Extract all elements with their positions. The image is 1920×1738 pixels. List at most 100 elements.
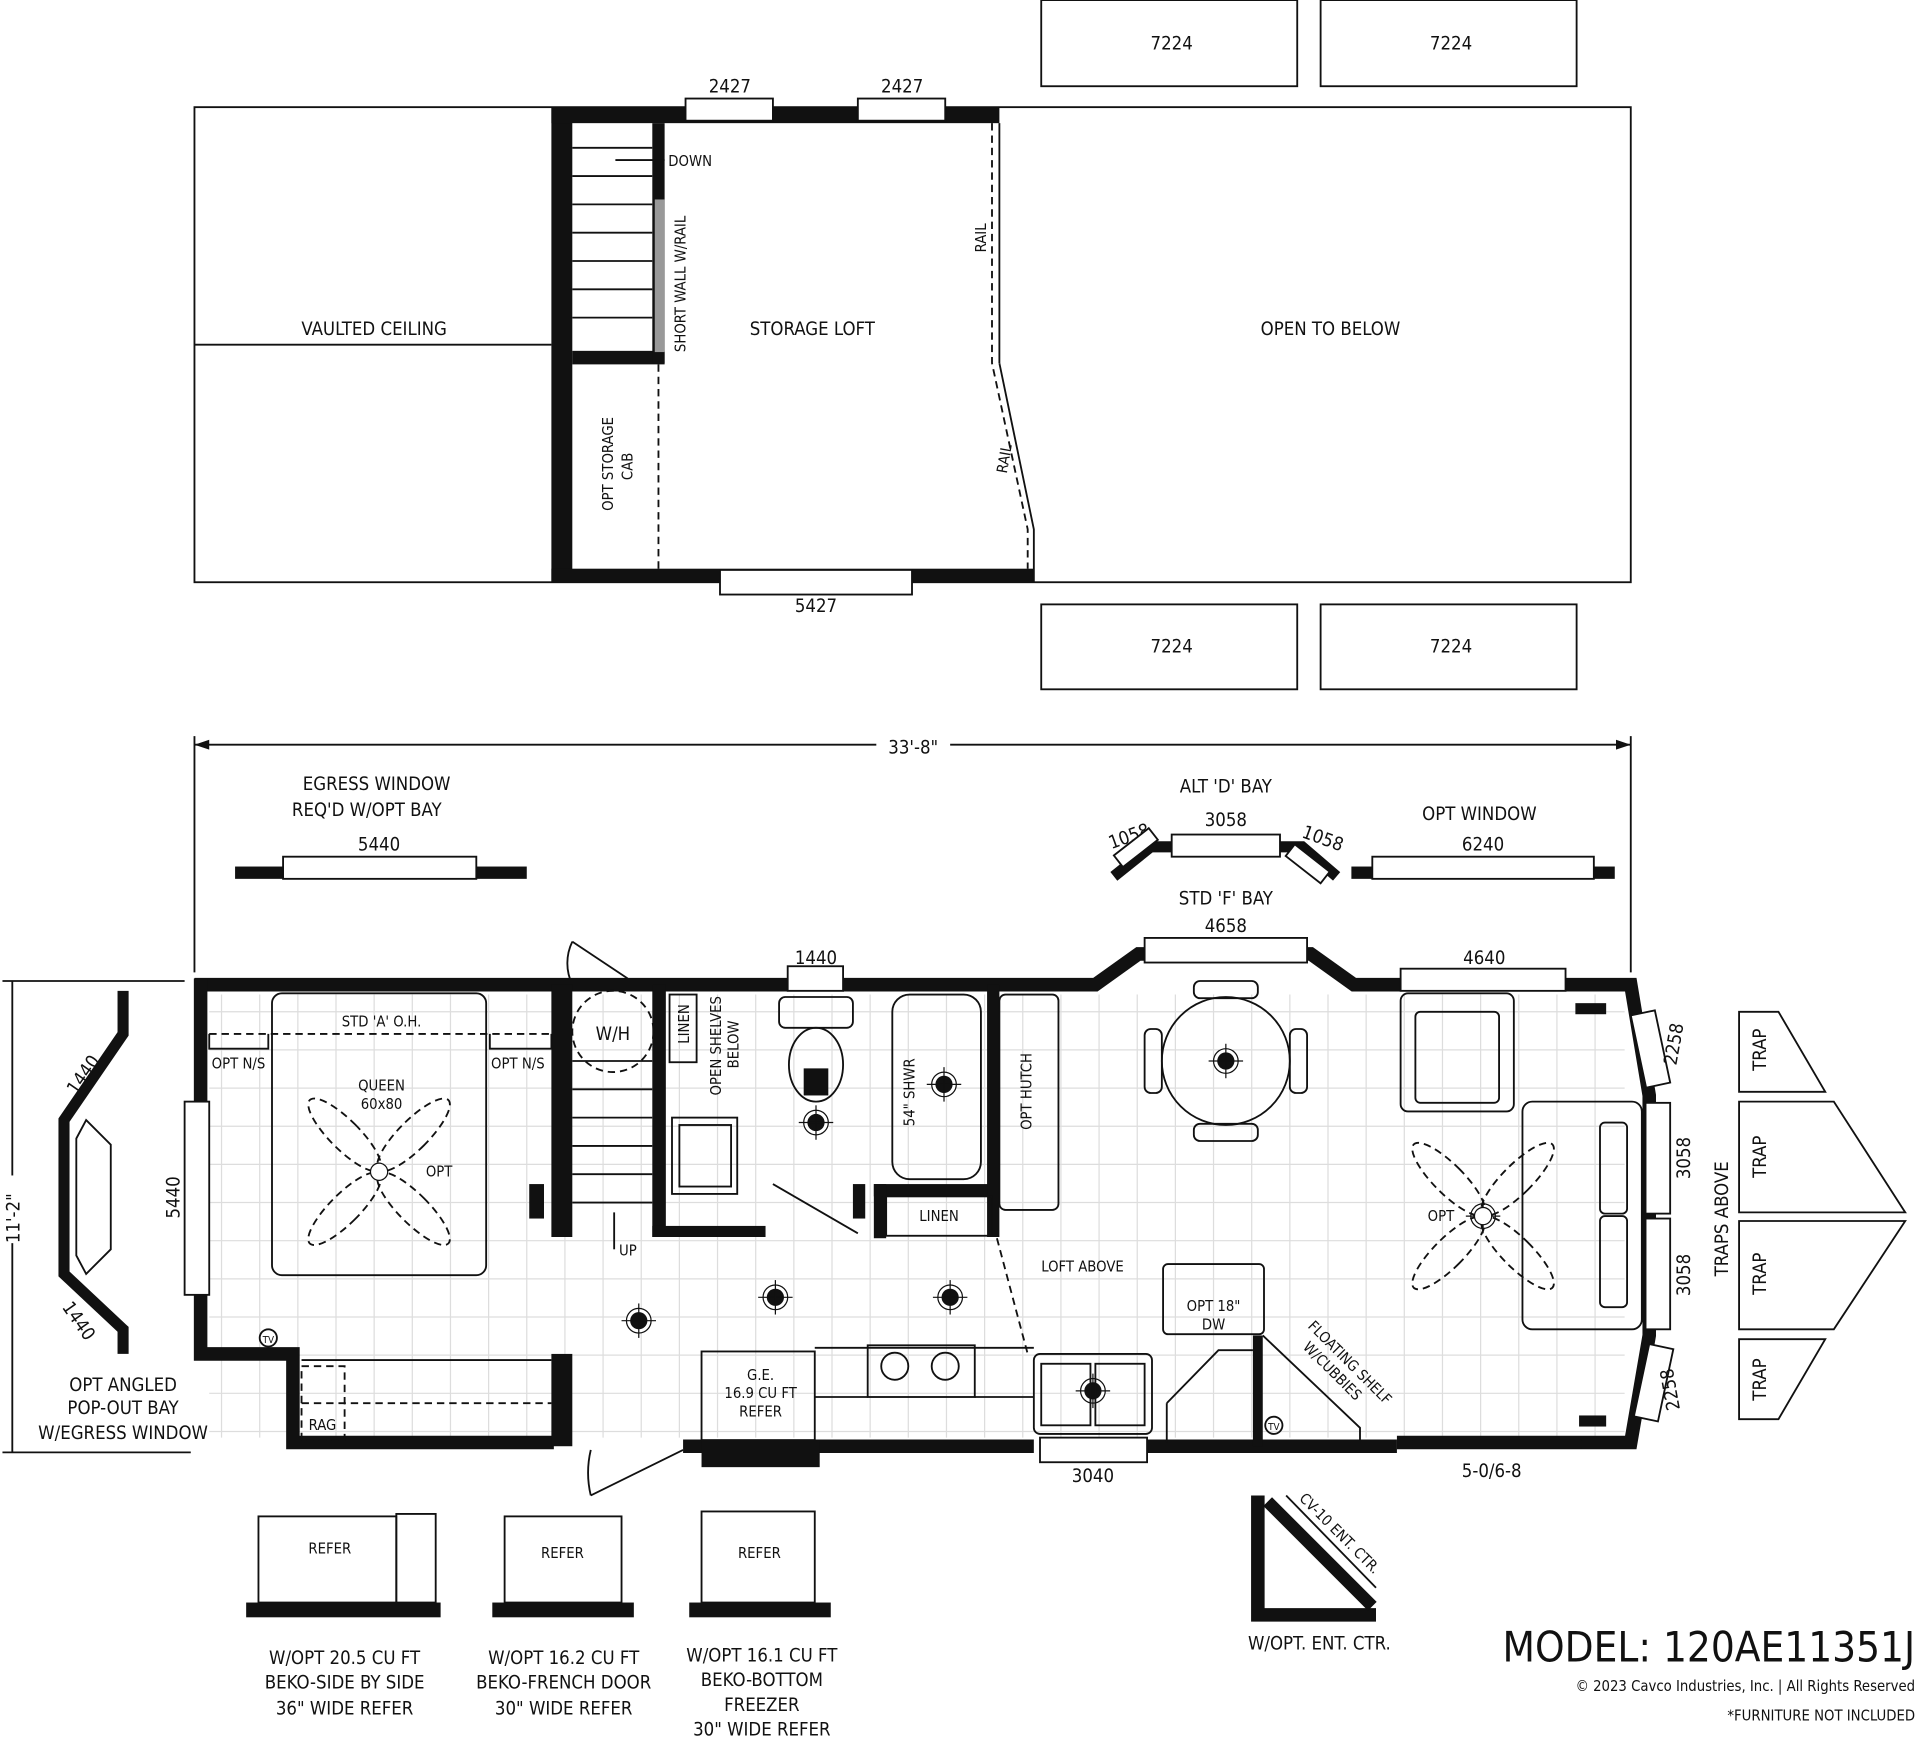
skylight-label: 7224 <box>1430 636 1472 657</box>
trap-label: TRAP <box>1750 1358 1771 1401</box>
loft-plan: 2427 2427 5427 VAULTED CEILING STORAGE L… <box>193 0 1632 691</box>
dim-label: 5440 <box>164 1176 185 1218</box>
dim-label: 3058 <box>1674 1137 1695 1179</box>
opt-nightstand-label: OPT N/S <box>491 1055 545 1072</box>
skylights: 7224 7224 7224 7224 <box>1040 0 1578 691</box>
option-label: 30" WIDE REFER <box>693 1719 831 1738</box>
loft-window-bottom <box>719 569 913 596</box>
dishwasher-label: DW <box>1202 1316 1225 1333</box>
refer-label: 16.9 CU FT <box>724 1385 797 1402</box>
furniture-note: *FURNITURE NOT INCLUDED <box>1727 1708 1915 1725</box>
refer-label: REFER <box>541 1545 584 1562</box>
egress-label: REQ'D W/OPT BAY <box>292 800 443 821</box>
open-shelves-label: OPEN SHELVES <box>708 996 725 1095</box>
std-a-oh-label: STD 'A' O.H. <box>342 1014 422 1031</box>
overall-length-dim: 33'-8" <box>888 737 938 758</box>
refer-label: REFER <box>739 1404 782 1421</box>
linen-label: LINEN <box>676 1004 693 1044</box>
open-to-below-label: OPEN TO BELOW <box>1261 319 1401 340</box>
skylight-label: 7224 <box>1151 33 1193 54</box>
ceiling-fan-icon <box>307 1097 451 1246</box>
option-label: BEKO-FRENCH DOOR <box>476 1673 652 1694</box>
dishwasher-label: OPT 18" <box>1187 1298 1241 1315</box>
title-block: MODEL: 120AE11351J © 2023 Cavco Industri… <box>1503 1623 1916 1725</box>
ceiling-fan-icon <box>1411 1141 1555 1291</box>
queen-bed-size: 60x80 <box>361 1096 403 1113</box>
vaulted-ceiling-label: VAULTED CEILING <box>301 319 446 340</box>
rail-label: RAIL <box>973 223 990 253</box>
option-label: BEKO-BOTTOM <box>701 1670 823 1691</box>
dim-label: 4640 <box>1463 948 1505 969</box>
egress-label: EGRESS WINDOW <box>303 774 451 795</box>
stairs <box>572 1060 653 1250</box>
option-label: W/OPT 16.2 CU FT <box>488 1648 640 1669</box>
refer-label: REFER <box>308 1540 351 1557</box>
loft-window-1 <box>684 97 774 122</box>
linen-label: LINEN <box>919 1208 959 1225</box>
ceiling-light-icon <box>1208 1043 1244 1079</box>
refer-option-bottom-freezer: REFER W/OPT 16.1 CU FT BEKO-BOTTOM FREEZ… <box>686 1510 838 1738</box>
option-label: 30" WIDE REFER <box>495 1699 633 1720</box>
ceiling-light-icon <box>758 1280 793 1315</box>
loft-stairs <box>572 146 665 319</box>
storage-loft-label: STORAGE LOFT <box>750 319 876 340</box>
traps-above: TRAP TRAP TRAP TRAP TRAPS ABOVE <box>1712 1010 1907 1421</box>
dim-label: 5-0/6-8 <box>1462 1461 1522 1482</box>
option-label: W/OPT 16.1 CU FT <box>686 1646 838 1667</box>
width-dim: 11'-2" <box>4 1193 25 1243</box>
pop-out-label: POP-OUT BAY <box>67 1398 179 1419</box>
std-f-bay-label: STD 'F' BAY <box>1179 889 1274 910</box>
shower-label: 54" SHWR <box>901 1058 918 1126</box>
ent-ctr-option: CV-10 ENT. CTR. W/OPT. ENT. CTR. <box>1248 1490 1391 1654</box>
ceiling-light-icon <box>932 1280 968 1315</box>
skylight-label: 7224 <box>1151 636 1193 657</box>
opt-window-label: OPT WINDOW <box>1422 804 1536 825</box>
egress-window-option: EGRESS WINDOW REQ'D W/OPT BAY 5440 <box>235 774 527 880</box>
option-label: BEKO-SIDE BY SIDE <box>265 1673 425 1694</box>
trap-label: TRAP <box>1750 1253 1771 1296</box>
pop-out-bay: 1440 1440 OPT ANGLED POP-OUT BAY W/EGRES… <box>38 990 208 1444</box>
ceiling-light-icons <box>621 1043 1501 1409</box>
option-label: W/OPT 20.5 CU FT <box>269 1648 421 1669</box>
alt-d-bay-option: ALT 'D' BAY 3058 1058 1058 <box>1106 777 1346 885</box>
ent-ctr-caption: W/OPT. ENT. CTR. <box>1248 1633 1391 1654</box>
svg-text:TV: TV <box>1267 1422 1279 1433</box>
opt-hutch-label: OPT HUTCH <box>1018 1053 1035 1130</box>
ceiling-light-icon <box>798 1105 834 1140</box>
option-label: FREEZER <box>724 1695 800 1716</box>
main-plan: 33'-8" <box>2 734 1907 1497</box>
trap-label: TRAP <box>1750 1029 1771 1072</box>
option-label: 36" WIDE REFER <box>276 1699 414 1720</box>
dim-label: 5440 <box>358 835 400 856</box>
dim-label: 2258 <box>1661 1022 1689 1067</box>
ent-ctr-label: CV-10 ENT. CTR. <box>1296 1490 1383 1577</box>
dim-label: 2427 <box>709 76 751 97</box>
loft-above-label: LOFT ABOVE <box>1041 1258 1124 1275</box>
short-wall-label: SHORT WALL W/RAIL <box>673 215 690 352</box>
ceiling-light-icon <box>1075 1373 1111 1409</box>
opt-storage-label: CAB <box>620 453 637 480</box>
open-shelves-label: BELOW <box>725 1020 742 1068</box>
opt-fan-label: OPT <box>1428 1208 1455 1225</box>
rail-label: RAIL <box>994 443 1016 475</box>
dim-label: 4658 <box>1205 916 1247 937</box>
dim-label: 3058 <box>1674 1254 1695 1296</box>
dim-label: 3058 <box>1205 810 1247 831</box>
dim-label: 2427 <box>881 76 923 97</box>
ceiling-light-icon <box>926 1067 962 1102</box>
tv-icon: TV <box>1264 1415 1284 1435</box>
refer-option-side-by-side: REFER W/OPT 20.5 CU FT BEKO-SIDE BY SIDE… <box>246 1513 441 1720</box>
dim-label: 6240 <box>1462 835 1504 856</box>
water-heater-label: W/H <box>596 1024 631 1045</box>
refer-label: REFER <box>738 1545 781 1562</box>
dim-label: 5427 <box>795 596 837 617</box>
down-label: DOWN <box>668 153 712 170</box>
tv-icon: TV <box>258 1328 278 1348</box>
opt-storage-label: OPT STORAGE <box>600 417 617 511</box>
refer-option-french-door: REFER W/OPT 16.2 CU FT BEKO-FRENCH DOOR … <box>476 1515 652 1720</box>
stairs-up-label: UP <box>619 1242 637 1259</box>
refer-options: REFER W/OPT 20.5 CU FT BEKO-SIDE BY SIDE… <box>246 1490 1391 1738</box>
rag-label: RAG <box>309 1417 337 1434</box>
opt-fan-label: OPT <box>426 1164 453 1181</box>
